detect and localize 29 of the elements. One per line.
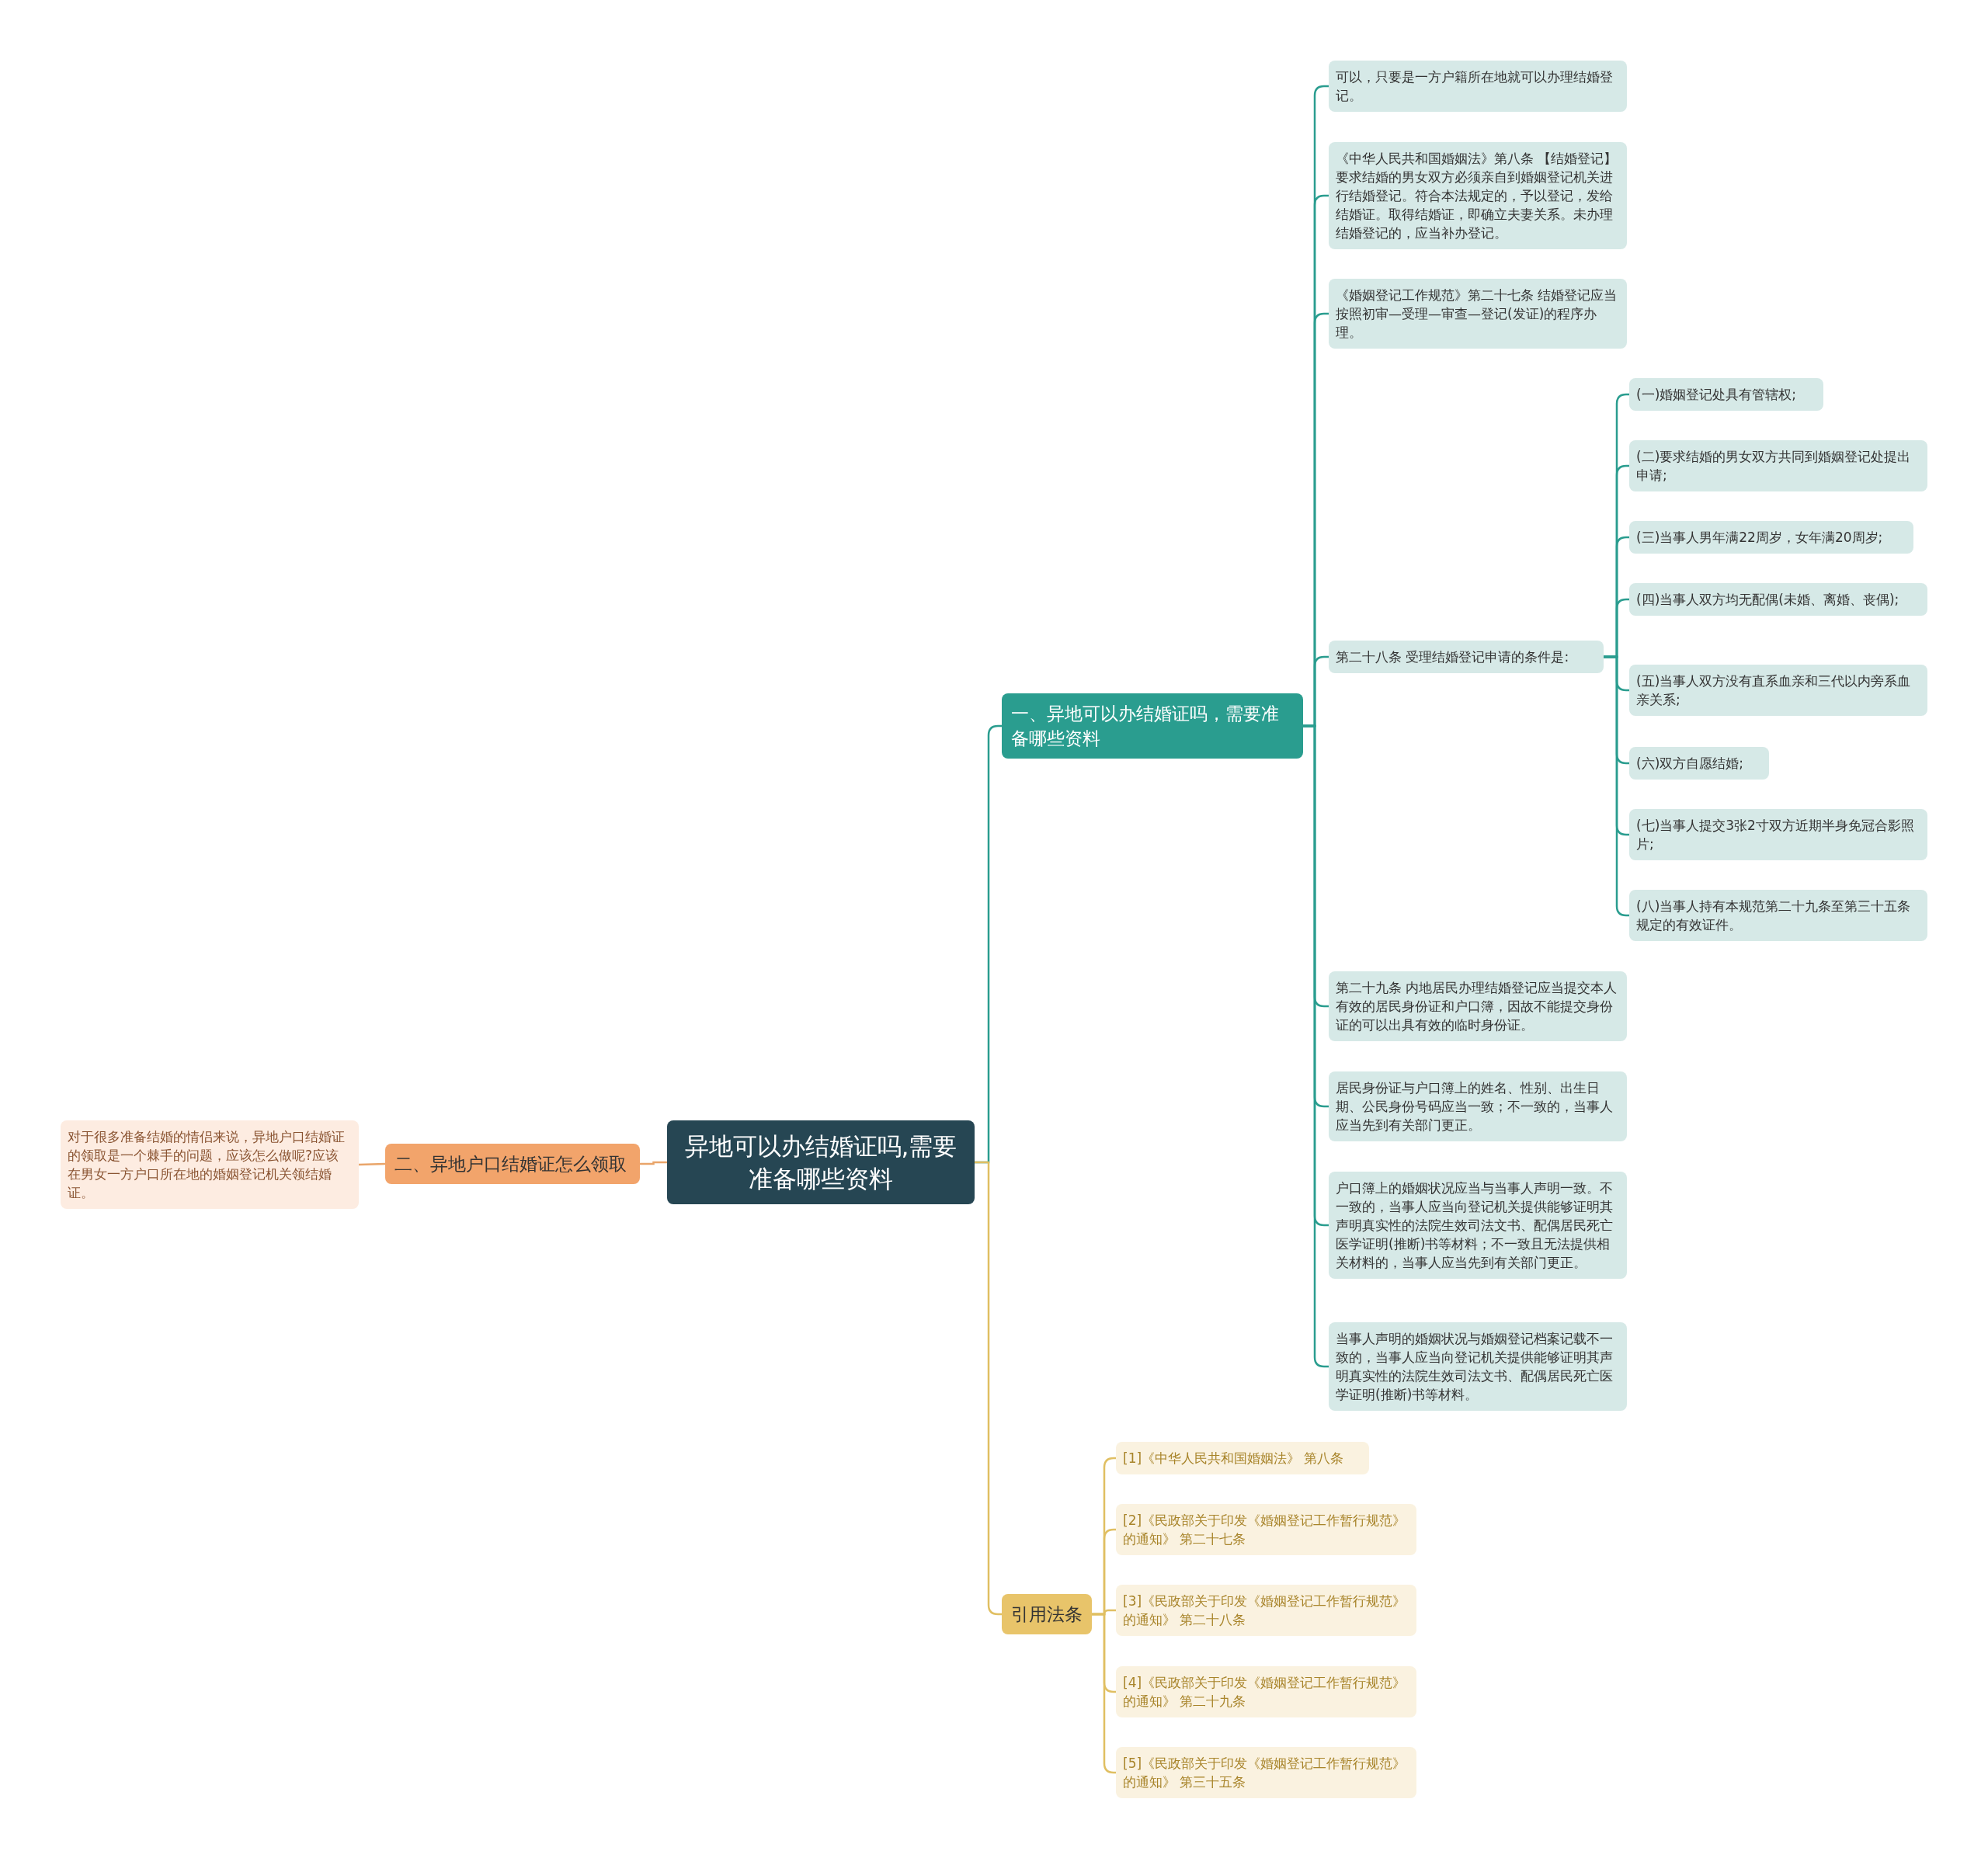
- citation-box: [2]《民政部关于印发《婚姻登记工作暂行规范》的通知》 第二十七条: [1116, 1504, 1416, 1555]
- subtopic-box: (六)双方自愿结婚;: [1629, 747, 1769, 780]
- connector-line: [1092, 1613, 1116, 1774]
- subtopic-box: 《婚姻登记工作规范》第二十七条 结婚登记应当按照初审—受理—审查—登记(发证)的程序办理。: [1329, 279, 1627, 349]
- subtopic-box: 居民身份证与户口簿上的姓名、性别、出生日期、公民身份号码应当一致；不一致的，当事人应当先到有关部门更正。: [1329, 1071, 1627, 1141]
- subtopic-box: 第二十九条 内地居民办理结婚登记应当提交本人有效的居民身份证和户口簿，因故不能提交身份证的可以出具有效的临时身份证。: [1329, 971, 1627, 1041]
- subtopic-box: 第二十八条 受理结婚登记申请的条件是:: [1329, 641, 1604, 673]
- connector-line: [640, 1161, 667, 1165]
- subtopic-box: (五)当事人双方没有直系血亲和三代以内旁系血亲关系;: [1629, 665, 1927, 716]
- connector-line: [358, 1162, 386, 1166]
- note-box: 对于很多准备结婚的情侣来说，异地户口结婚证的领取是一个棘手的问题，应该怎么做呢?应该在男女一方户口所在地的婚姻登记机关领结婚证。: [61, 1120, 359, 1209]
- subtopic-box: (一)婚姻登记处具有管辖权;: [1629, 378, 1823, 411]
- subtopic-box: 当事人声明的婚姻状况与婚姻登记档案记载不一致的，当事人应当向登记机关提供能够证明其声明真实性的法院生效司法文书、配偶居民死亡医学证明(推断)书等材料。: [1329, 1322, 1627, 1411]
- subtopic-box: (七)当事人提交3张2寸双方近期半身免冠合影照片;: [1629, 809, 1927, 860]
- subtopic-box: (四)当事人双方均无配偶(未婚、离婚、丧偶);: [1629, 583, 1927, 616]
- subtopic-box: (三)当事人男年满22周岁，女年满20周岁;: [1629, 521, 1913, 554]
- central-topic-box: 异地可以办结婚证吗,需要准备哪些资料: [667, 1120, 975, 1204]
- subtopic-box: 可以，只要是一方户籍所在地就可以办理结婚登记。: [1329, 61, 1627, 112]
- citation-box: [4]《民政部关于印发《婚姻登记工作暂行规范》的通知》 第二十九条: [1116, 1666, 1416, 1717]
- main-topic-box: 引用法条: [1002, 1594, 1092, 1634]
- subtopic-box: (二)要求结婚的男女双方共同到婚姻登记处提出申请;: [1629, 440, 1927, 491]
- main-topic-box: 二、异地户口结婚证怎么领取: [385, 1144, 640, 1184]
- main-topic-box: 一、异地可以办结婚证吗，需要准备哪些资料: [1002, 693, 1303, 759]
- subtopic-box: 户口簿上的婚姻状况应当与当事人声明一致。不一致的，当事人应当向登记机关提供能够证明其声明真实性的法院生效司法文书、配偶居民死亡医学证明(推断)书等材料；不一致且无法提供相关材料的，当事人应当先到有关部门更正。: [1329, 1172, 1627, 1279]
- subtopic-box: 《中华人民共和国婚姻法》第八条 【结婚登记】要求结婚的男女双方必须亲自到婚姻登记机关进行结婚登记。符合本法规定的，予以登记，发给结婚证。取得结婚证，即确立夫妻关系。未办理结婚登记的，应当补办登记。: [1329, 142, 1627, 249]
- citation-box: [5]《民政部关于印发《婚姻登记工作暂行规范》的通知》 第三十五条: [1116, 1747, 1416, 1798]
- subtopic-box: (八)当事人持有本规范第二十九条至第三十五条规定的有效证件。: [1629, 890, 1927, 941]
- citation-box: [3]《民政部关于印发《婚姻登记工作暂行规范》的通知》 第二十八条: [1116, 1585, 1416, 1636]
- citation-box: [1]《中华人民共和国婚姻法》 第八条: [1116, 1442, 1369, 1474]
